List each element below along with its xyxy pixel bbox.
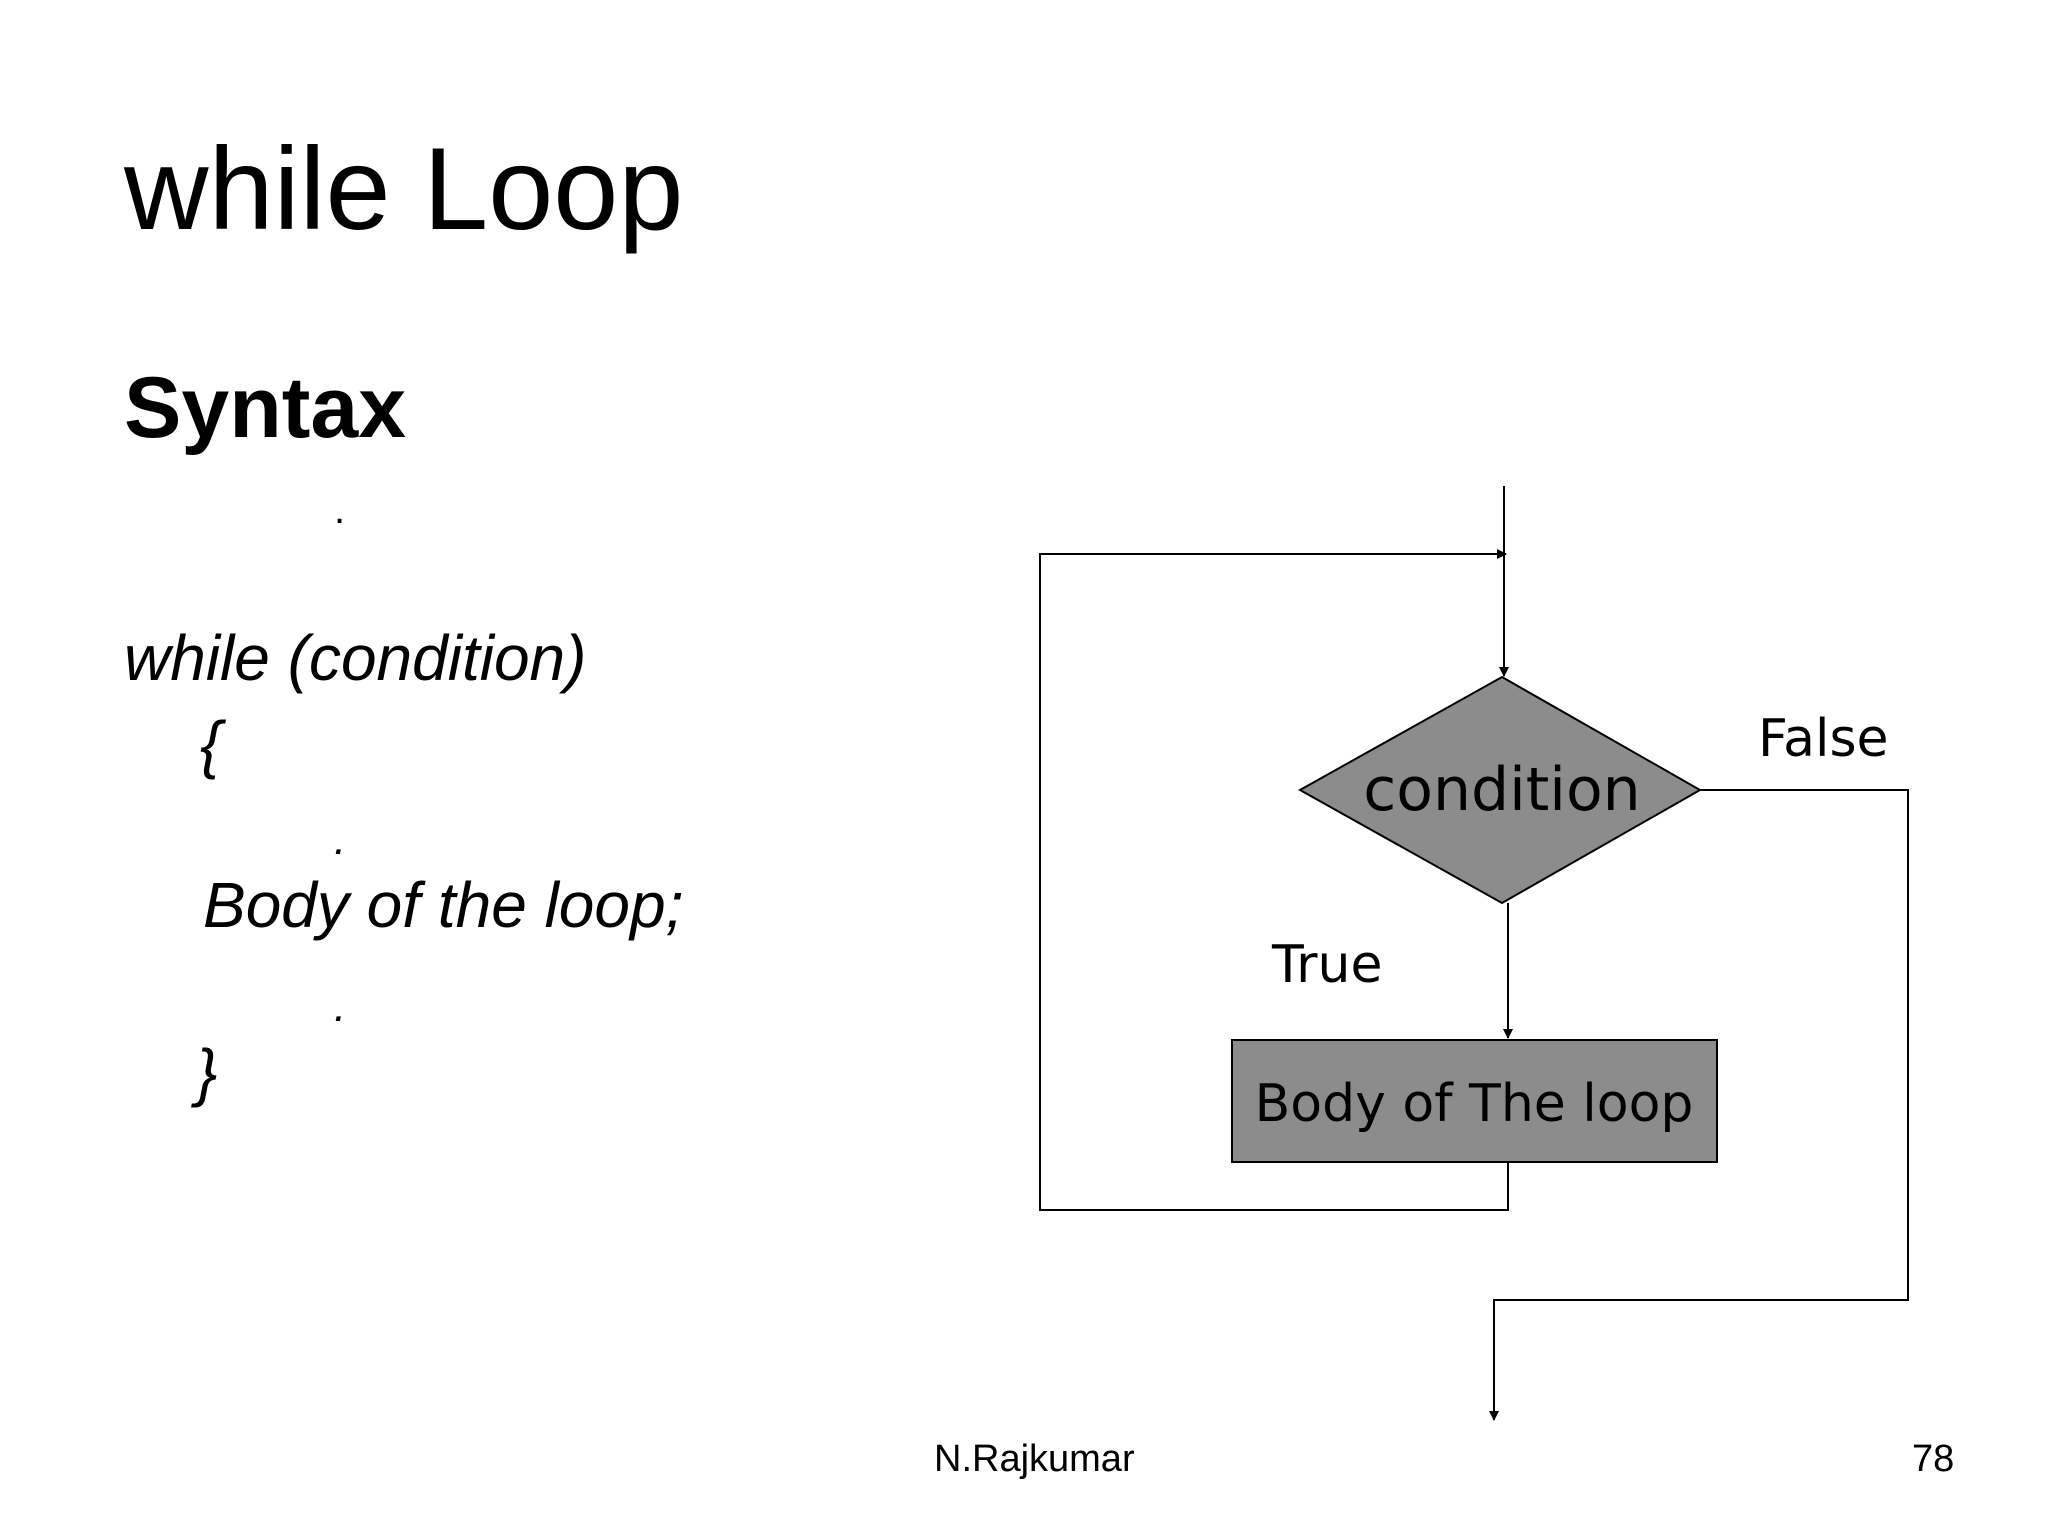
condition-diamond [1297,675,1703,905]
code-open-brace: { [200,708,222,780]
false-exit-arrow [1489,789,1909,1421]
false-label: False [1758,709,1889,769]
code-while-line: while (condition) [124,622,587,694]
syntax-heading: Syntax [124,360,407,456]
true-label: True [1271,935,1382,995]
code-close-brace: } [196,1036,218,1108]
loop-body-label: Body of The loop [1255,1074,1694,1134]
code-dot-after-body: . [334,982,347,1031]
loop-body-box [1231,1039,1718,1163]
footer-page-number: 78 [1912,1438,1955,1480]
code-body-line: Body of the loop; [203,869,684,941]
code-dot-before-body: . [334,815,347,864]
footer-author: N.Rajkumar [934,1438,1135,1480]
slide-title: while Loop [124,123,684,254]
loop-back-arrow [1039,549,1509,1211]
syntax-dot-top: . [334,488,346,532]
condition-label: condition [1363,755,1640,825]
